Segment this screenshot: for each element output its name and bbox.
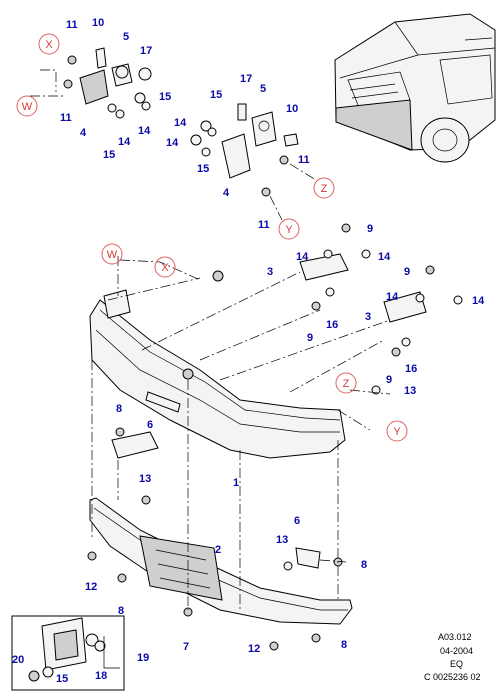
footer-region: EQ <box>450 659 463 669</box>
callout-20: 20 <box>12 654 24 666</box>
callout-3: 3 <box>267 266 273 278</box>
callout-13: 13 <box>276 534 288 546</box>
callout-9: 9 <box>404 266 410 278</box>
callout-6: 6 <box>294 515 300 527</box>
zone-marker-w-bumper: W <box>101 243 123 265</box>
callout-11: 11 <box>298 154 310 166</box>
callout-15: 15 <box>210 89 222 101</box>
callout-15: 15 <box>197 163 209 175</box>
zone-marker-z-top: Z <box>313 177 335 199</box>
callout-14: 14 <box>118 136 131 148</box>
zone-label-y-bumper: Y <box>393 426 401 438</box>
left-bracket-group <box>30 47 152 119</box>
callout-5: 5 <box>123 31 129 43</box>
assembly-lines <box>91 256 391 610</box>
lower-valance <box>89 497 353 625</box>
callouts: 11 10 5 17 15 14 11 4 14 15 17 5 15 10 1… <box>12 17 485 685</box>
zone-label-w: W <box>22 101 33 113</box>
callout-5: 5 <box>260 83 266 95</box>
callout-15: 15 <box>159 91 171 103</box>
callout-16: 16 <box>326 319 338 331</box>
vehicle-thumbnail <box>334 13 496 163</box>
callout-2: 2 <box>215 544 221 556</box>
inset-detail <box>11 615 125 691</box>
callout-12: 12 <box>248 643 260 655</box>
callout-13: 13 <box>139 473 151 485</box>
callout-17: 17 <box>140 45 152 57</box>
callout-6: 6 <box>147 419 153 431</box>
zone-marker-w: W <box>16 95 38 117</box>
callout-16: 16 <box>405 363 417 375</box>
zone-label-z-bumper: Z <box>343 378 350 390</box>
callout-8: 8 <box>361 559 367 571</box>
callout-10: 10 <box>286 103 298 115</box>
callout-14: 14 <box>166 137 179 149</box>
callout-9: 9 <box>367 223 373 235</box>
callout-15: 15 <box>103 149 115 161</box>
right-bracket-group <box>190 103 317 221</box>
footer-reference: A03.012 04-2004 EQ C 0025236 02 <box>424 632 481 682</box>
bumper-cover <box>89 270 346 459</box>
zone-label-z-top: Z <box>321 183 328 195</box>
callout-4: 4 <box>223 187 230 199</box>
callout-9: 9 <box>307 332 313 344</box>
zone-label-x-bumper: X <box>161 262 169 274</box>
callout-11: 11 <box>66 19 78 31</box>
callout-18: 18 <box>95 670 107 682</box>
callout-9: 9 <box>386 374 392 386</box>
callout-14: 14 <box>472 295 485 307</box>
zone-marker-y-bumper: Y <box>386 420 408 442</box>
footer-code: C 0025236 02 <box>424 672 481 682</box>
zone-label-y-top: Y <box>285 224 293 236</box>
callout-14: 14 <box>386 291 399 303</box>
zone-marker-y-top: Y <box>278 218 300 240</box>
callout-8: 8 <box>116 403 122 415</box>
callout-12: 12 <box>85 581 97 593</box>
callout-11: 11 <box>60 112 72 124</box>
callout-4: 4 <box>80 127 87 139</box>
zone-marker-z-bumper: Z <box>335 372 357 394</box>
callout-8: 8 <box>341 639 347 651</box>
callout-13: 13 <box>404 385 416 397</box>
zone-label-x: X <box>45 39 53 51</box>
callout-15: 15 <box>56 673 68 685</box>
zone-marker-x: X <box>38 33 60 55</box>
zone-label-w-bumper: W <box>107 249 118 261</box>
side-brackets <box>87 223 463 651</box>
callout-19: 19 <box>137 652 149 664</box>
callout-14: 14 <box>378 251 391 263</box>
footer-ref: A03.012 <box>438 632 472 642</box>
callout-11: 11 <box>258 219 270 231</box>
callout-10: 10 <box>92 17 104 29</box>
zone-marker-x-bumper: X <box>154 256 176 278</box>
callout-14: 14 <box>138 125 151 137</box>
callout-8: 8 <box>118 605 124 617</box>
callout-17: 17 <box>240 73 252 85</box>
callout-7: 7 <box>183 641 189 653</box>
footer-date: 04-2004 <box>440 646 473 656</box>
callout-14: 14 <box>296 251 309 263</box>
callout-1: 1 <box>233 477 239 489</box>
callout-3: 3 <box>365 311 371 323</box>
callout-14: 14 <box>174 117 187 129</box>
